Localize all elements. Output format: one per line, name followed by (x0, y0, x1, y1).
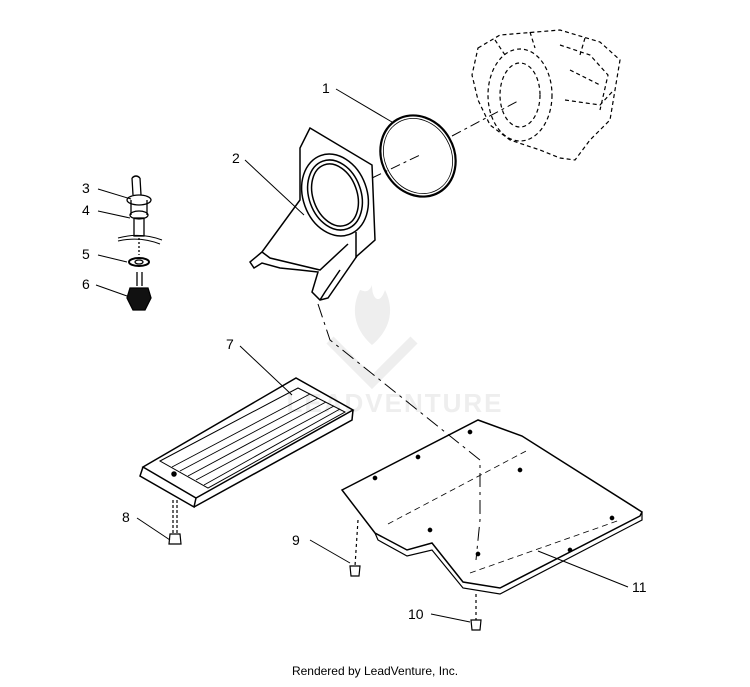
callout-9: 9 (292, 532, 300, 548)
part-11-skid-plate (340, 419, 643, 595)
callout-1: 1 (322, 80, 330, 96)
callout-labels: 1 2 3 4 5 6 7 8 9 10 11 (82, 80, 647, 622)
part-10-screw (470, 594, 482, 631)
callout-6: 6 (82, 276, 90, 292)
part-9-screw (349, 519, 361, 577)
part-1-o-ring (371, 114, 457, 198)
flame-logo-icon (354, 285, 391, 345)
callout-8: 8 (122, 509, 130, 525)
assembly-line (317, 303, 481, 561)
callout-10: 10 (408, 606, 424, 622)
axis-line (451, 99, 521, 137)
part-7-ribbed-pad (139, 377, 355, 509)
parts-3-6-fastener-stack (117, 175, 163, 311)
watermark: LEADVENTURE (286, 285, 502, 418)
callout-2: 2 (232, 150, 240, 166)
callout-7: 7 (226, 336, 234, 352)
v-logo-icon (326, 336, 418, 390)
engine-housing (471, 29, 621, 161)
part-2-adapter-bracket (249, 126, 376, 301)
footer-credit: Rendered by LeadVenture, Inc. (291, 664, 459, 678)
callout-5: 5 (82, 246, 90, 262)
callout-4: 4 (82, 202, 90, 218)
callout-11: 11 (632, 579, 647, 595)
leader-lines (95, 88, 629, 623)
part-8-screw (168, 500, 182, 545)
callout-3: 3 (82, 180, 90, 196)
